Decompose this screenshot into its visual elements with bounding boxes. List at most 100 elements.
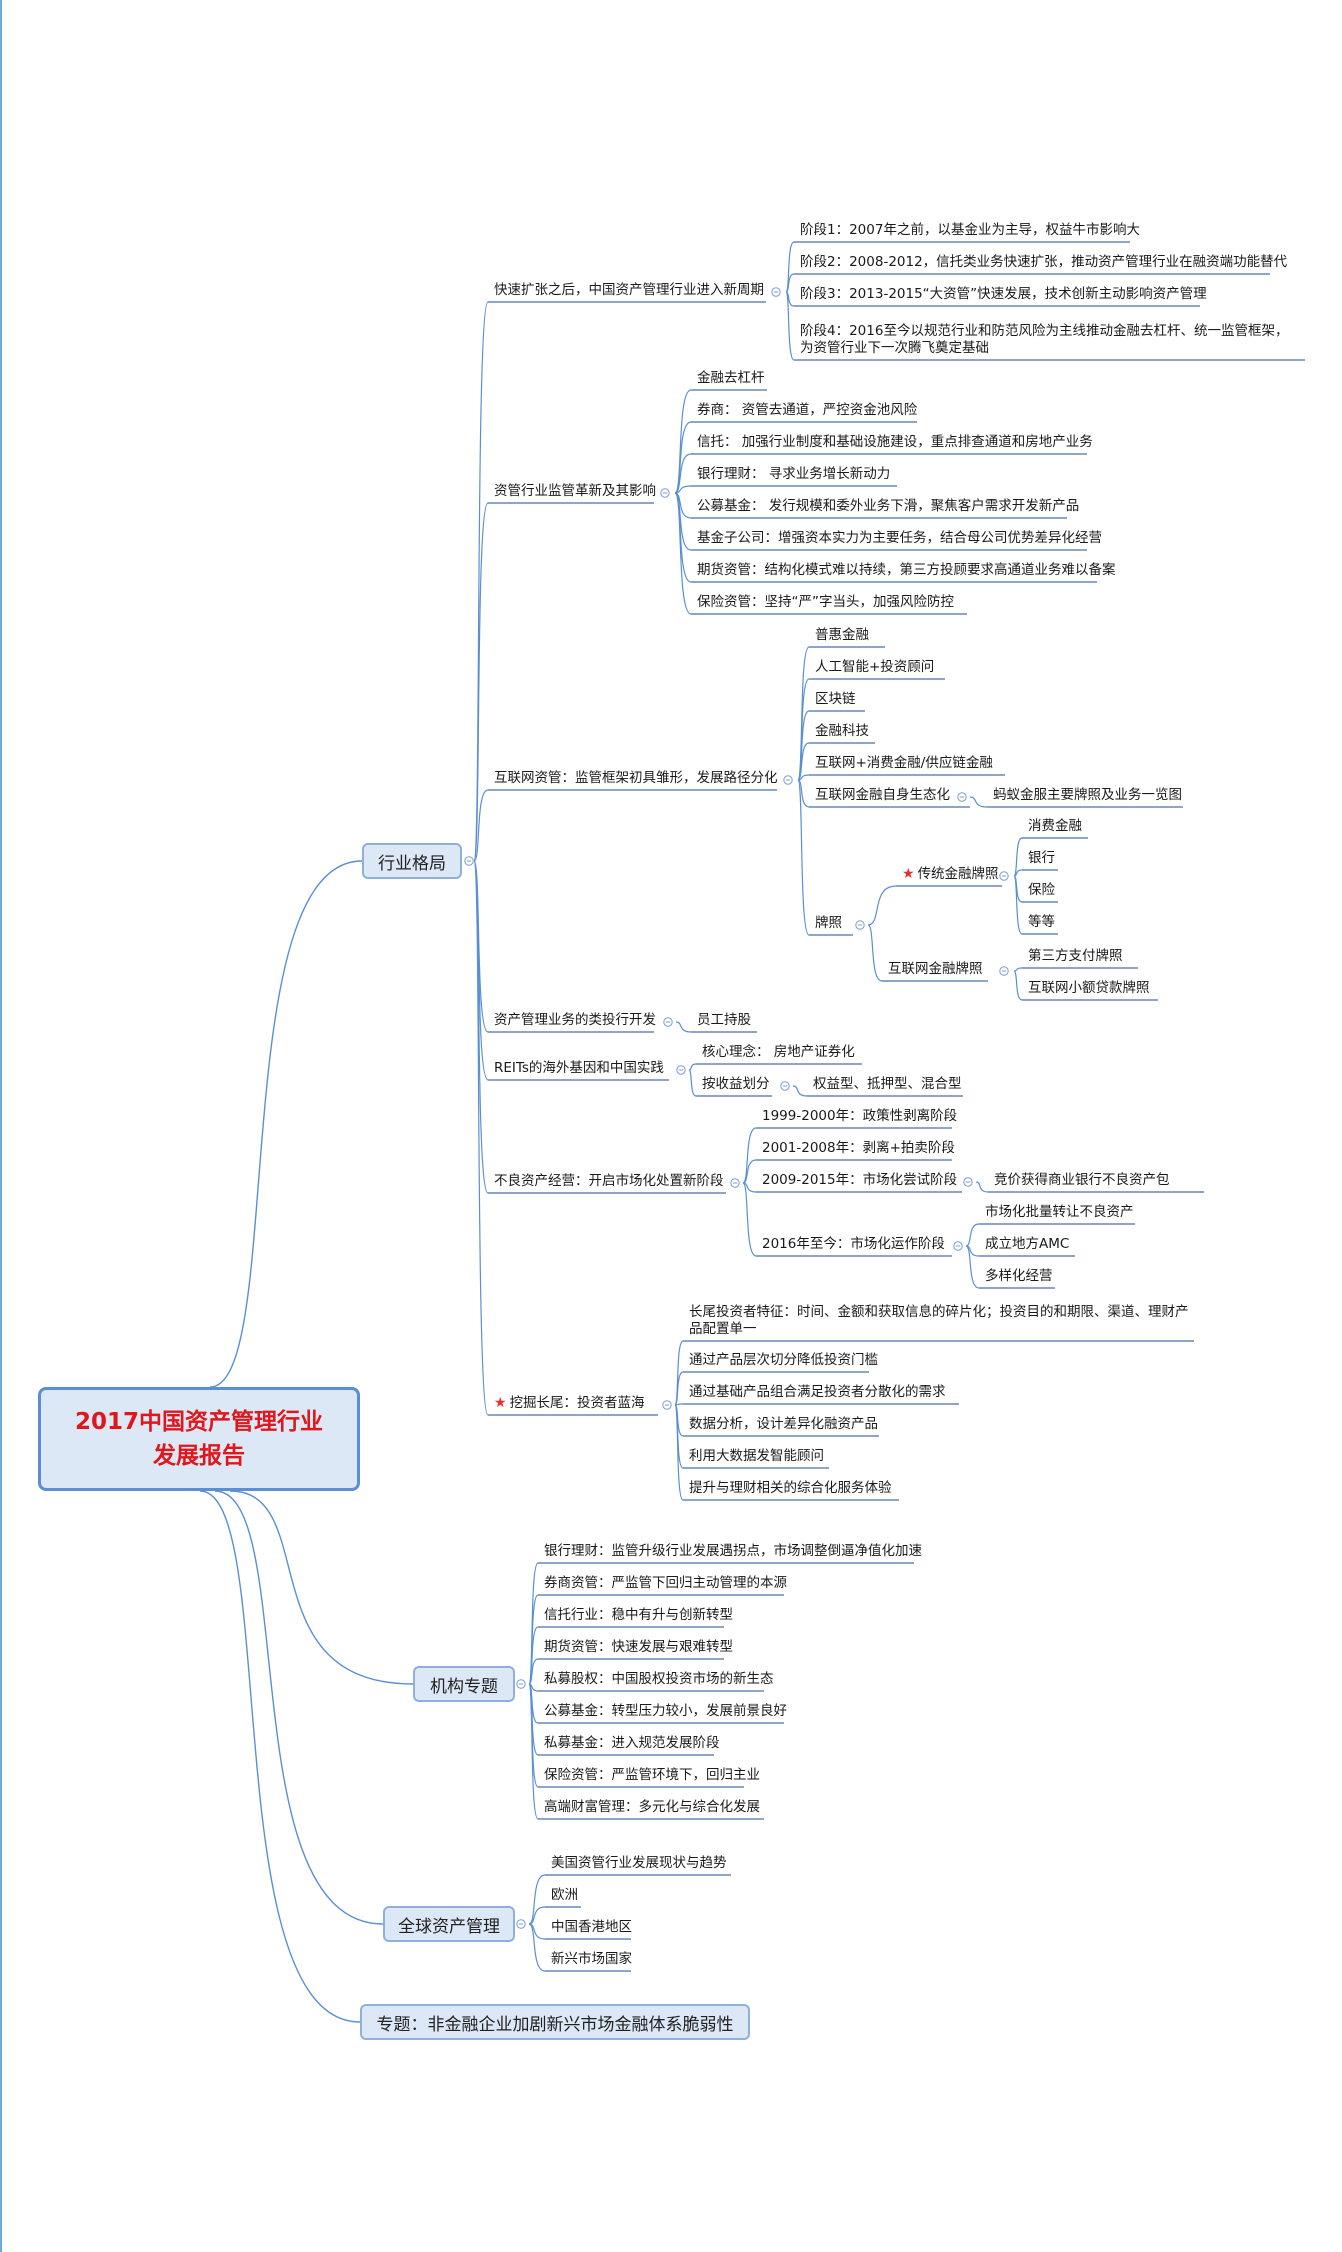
topic-label[interactable]: 私募股权：中国股权投资市场的新生态 xyxy=(544,1671,774,1688)
topic-label[interactable]: 阶段3：2013-2015“大资管”快速发展，技术创新主动影响资产管理 xyxy=(800,286,1207,303)
connector xyxy=(528,1906,546,1925)
topic-label[interactable]: 等等 xyxy=(1028,914,1055,931)
topic-label[interactable]: 银行理财： 寻求业务增长新动力 xyxy=(697,466,890,483)
topic-label[interactable]: 阶段1：2007年之前，以基金业为主导，权益牛市影响大 xyxy=(800,222,1140,239)
topic-text: 权益型、抵押型、混合型 xyxy=(813,1076,962,1092)
topic-label[interactable]: 保险资管：严监管环境下，回归主业 xyxy=(544,1767,760,1784)
topic-label[interactable]: 保险资管：坚持“严”字当头，加强风险防控 xyxy=(697,594,954,611)
topic-label[interactable]: 基金子公司：增强资本实力为主要任务，结合母公司优势差异化经营 xyxy=(697,530,1102,547)
topic-label[interactable]: 新兴市场国家 xyxy=(551,1951,632,1968)
topic-label[interactable]: ★挖掘长尾：投资者蓝海 xyxy=(494,1395,645,1412)
topic-label[interactable]: 成立地方AMC xyxy=(985,1236,1069,1253)
topic-label[interactable]: 竞价获得商业银行不良资产包 xyxy=(994,1172,1170,1189)
topic-label[interactable]: 公募基金：转型压力较小，发展前景良好 xyxy=(544,1703,787,1720)
topic-label[interactable]: 金融去杠杆 xyxy=(697,370,765,387)
topic-label[interactable]: 利用大数据发智能顾问 xyxy=(689,1448,824,1465)
topic-label[interactable]: 2016年至今：市场化运作阶段 xyxy=(762,1236,945,1253)
topic-label[interactable]: 阶段2：2008-2012，信托类业务快速扩张，推动资产管理行业在融资端功能替代 xyxy=(800,254,1287,271)
topic-text: REITs的海外基因和中国实践 xyxy=(494,1060,664,1076)
topic-label[interactable]: 期货资管：快速发展与艰难转型 xyxy=(544,1639,733,1656)
branch-global[interactable]: 全球资产管理 xyxy=(383,1906,515,1942)
topic-label[interactable]: 消费金融 xyxy=(1028,818,1082,835)
root-title-line: 2017中国资产管理行业 xyxy=(74,1409,323,1435)
topic-label[interactable]: 2009-2015年：市场化尝试阶段 xyxy=(762,1172,957,1189)
topic-text: 阶段1：2007年之前，以基金业为主导，权益牛市影响大 xyxy=(800,222,1140,238)
branch-text: 机构专题 xyxy=(430,1676,498,1697)
topic-label[interactable]: 银行 xyxy=(1028,850,1055,867)
connector xyxy=(797,779,810,808)
topic-label[interactable]: 期货资管：结构化模式难以持续，第三方投顾要求高通道业务难以备案 xyxy=(697,562,1116,579)
topic-label[interactable]: 保险 xyxy=(1028,882,1055,899)
connector xyxy=(528,1874,546,1925)
topic-label[interactable]: 蚂蚁金服主要牌照及业务一览图 xyxy=(993,787,1182,804)
connector xyxy=(674,1404,684,1501)
topic-label[interactable]: 券商： 资管去通道，严控资金池风险 xyxy=(697,402,917,419)
topic-label[interactable]: 中国香港地区 xyxy=(551,1919,632,1936)
topic-label[interactable]: 互联网金融自身生态化 xyxy=(815,787,950,804)
topic-label[interactable]: 普惠金融 xyxy=(815,627,869,644)
topic-text: 核心理念： 房地产证券化 xyxy=(702,1044,855,1060)
topic-label[interactable]: 信托： 加强行业制度和基础设施建设，重点排查通道和房地产业务 xyxy=(697,434,1093,451)
topic-label[interactable]: 互联网金融牌照 xyxy=(888,961,983,978)
topic-label[interactable]: 按收益划分 xyxy=(702,1076,770,1093)
topic-label[interactable]: 长尾投资者特征：时间、金额和获取信息的碎片化；投资目的和期限、渠道、理财产品配置… xyxy=(689,1304,1189,1338)
topic-label[interactable]: 1999-2000年：政策性剥离阶段 xyxy=(762,1108,957,1125)
topic-label[interactable]: 核心理念： 房地产证券化 xyxy=(702,1044,855,1061)
topic-text: 美国资管行业发展现状与趋势 xyxy=(551,1855,727,1871)
topic-label[interactable]: 提升与理财相关的综合化服务体验 xyxy=(689,1480,892,1497)
topic-text: 保险资管：严监管环境下，回归主业 xyxy=(544,1767,760,1783)
topic-text: 互联网资管：监管框架初具雏形，发展路径分化 xyxy=(494,770,778,786)
topic-label[interactable]: 通过基础产品组合满足投资者分散化的需求 xyxy=(689,1384,946,1401)
topic-text: 多样化经营 xyxy=(985,1268,1053,1284)
topic-label[interactable]: 资管行业监管革新及其影响 xyxy=(494,483,656,500)
topic-label[interactable]: 欧洲 xyxy=(551,1887,578,1904)
topic-text: 私募基金：进入规范发展阶段 xyxy=(544,1735,720,1751)
topic-label[interactable]: 信托行业：稳中有升与创新转型 xyxy=(544,1607,733,1624)
topic-label[interactable]: 多样化经营 xyxy=(985,1268,1053,1285)
topic-text: 快速扩张之后，中国资产管理行业进入新周期 xyxy=(494,282,764,298)
branch-industry[interactable]: 行业格局 xyxy=(362,843,462,879)
topic-text: 消费金融 xyxy=(1028,818,1082,834)
topic-text: 高端财富管理：多元化与综合化发展 xyxy=(544,1799,760,1815)
topic-label[interactable]: 互联网+消费金融/供应链金融 xyxy=(815,755,993,772)
connector xyxy=(1013,970,1023,1001)
topic-label[interactable]: 互联网小额贷款牌照 xyxy=(1028,980,1150,997)
topic-label[interactable]: 员工持股 xyxy=(697,1012,751,1029)
topic-label[interactable]: 市场化批量转让不良资产 xyxy=(985,1204,1134,1221)
topic-label[interactable]: 权益型、抵押型、混合型 xyxy=(813,1076,962,1093)
connector xyxy=(528,1658,539,1685)
branch-special[interactable]: 专题：非金融企业加剧新兴市场金融体系脆弱性 xyxy=(360,2004,750,2040)
topic-label[interactable]: 高端财富管理：多元化与综合化发展 xyxy=(544,1799,760,1816)
topic-text: 阶段2：2008-2012，信托类业务快速扩张，推动资产管理行业在融资端功能替代 xyxy=(800,254,1288,270)
topic-label[interactable]: 美国资管行业发展现状与趋势 xyxy=(551,1855,727,1872)
topic-label[interactable]: 牌照 xyxy=(815,915,842,932)
topic-label[interactable]: 资产管理业务的类投行开发 xyxy=(494,1012,656,1029)
topic-label[interactable]: 通过产品层次切分降低投资门槛 xyxy=(689,1352,878,1369)
topic-text: 阶段3：2013-2015“大资管”快速发展，技术创新主动影响资产管理 xyxy=(800,286,1207,302)
topic-label[interactable]: 金融科技 xyxy=(815,723,869,740)
topic-label[interactable]: 区块链 xyxy=(815,691,856,708)
topic-label[interactable]: 互联网资管：监管框架初具雏形，发展路径分化 xyxy=(494,770,778,787)
topic-label[interactable]: 快速扩张之后，中国资产管理行业进入新周期 xyxy=(494,282,764,299)
branch-institutions[interactable]: 机构专题 xyxy=(413,1666,515,1702)
topic-label[interactable]: 阶段4：2016至今以规范行业和防范风险为主线推动金融去杠杆、统一监管框架，为资… xyxy=(800,323,1300,357)
topic-label[interactable]: 券商资管：严监管下回归主动管理的本源 xyxy=(544,1575,787,1592)
topic-label[interactable]: 银行理财：监管升级行业发展遇拐点，市场调整倒逼净值化加速 xyxy=(544,1543,922,1560)
topic-label[interactable]: 2001-2008年：剥离+拍卖阶段 xyxy=(762,1140,955,1157)
topic-label[interactable]: 数据分析，设计差异化融资产品 xyxy=(689,1416,878,1433)
topic-label[interactable]: ★传统金融牌照 xyxy=(902,866,999,883)
topic-text: 挖掘长尾：投资者蓝海 xyxy=(509,1395,645,1411)
root-topic[interactable]: 2017中国资产管理行业发展报告 xyxy=(38,1387,360,1491)
topic-label[interactable]: 人工智能+投资顾问 xyxy=(815,659,934,676)
topic-label[interactable]: 公募基金： 发行规模和委外业务下滑，聚焦客户需求开发新产品 xyxy=(697,498,1079,515)
topic-text: 通过基础产品组合满足投资者分散化的需求 xyxy=(689,1384,946,1400)
topic-label[interactable]: 第三方支付牌照 xyxy=(1028,948,1123,965)
topic-text: 等等 xyxy=(1028,914,1055,930)
topic-label[interactable]: 不良资产经营：开启市场化处置新阶段 xyxy=(494,1173,724,1190)
topic-label[interactable]: 私募基金：进入规范发展阶段 xyxy=(544,1735,720,1752)
topic-text: 金融科技 xyxy=(815,723,869,739)
topic-text: 不良资产经营：开启市场化处置新阶段 xyxy=(494,1173,724,1189)
topic-label[interactable]: REITs的海外基因和中国实践 xyxy=(494,1060,664,1077)
